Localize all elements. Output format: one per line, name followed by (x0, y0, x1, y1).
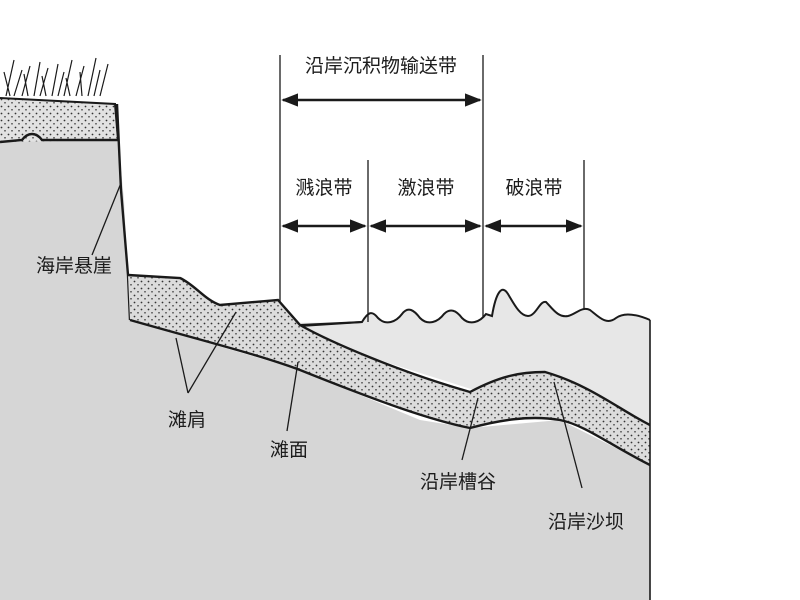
beach-face-label: 滩面 (270, 439, 308, 461)
sea-water (278, 289, 650, 425)
berm-label: 滩肩 (168, 409, 206, 431)
leader-lines (91, 182, 583, 489)
trough-label: 沿岸槽谷 (420, 471, 496, 493)
land-mass (0, 140, 650, 600)
bar-label: 沿岸沙坝 (548, 511, 624, 533)
breaker-zone-label: 破浪带 (505, 177, 562, 199)
zone-boundaries (279, 55, 585, 322)
swash-zone-label: 溅浪带 (295, 177, 352, 199)
sea-cliff-label: 海岸悬崖 (36, 255, 112, 277)
sediment-base-line (129, 318, 651, 467)
water-surface (299, 288, 651, 327)
beach-surface-line (127, 273, 651, 427)
grass-tufts (3, 57, 109, 97)
surf-zone-label: 激浪带 (397, 177, 454, 199)
transport-zone-label: 沿岸沉积物输送带 (305, 55, 457, 77)
